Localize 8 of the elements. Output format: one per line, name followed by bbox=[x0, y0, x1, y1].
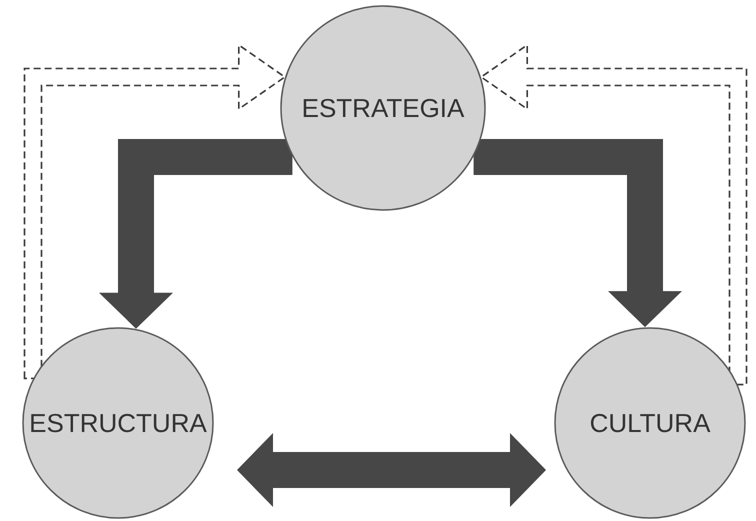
dashed-arrow bbox=[480, 43, 748, 386]
node-label: ESTRUCTURA bbox=[29, 408, 207, 438]
block-arrow bbox=[99, 139, 292, 329]
block-arrow bbox=[474, 139, 682, 328]
block-arrow bbox=[237, 433, 546, 507]
node-label: ESTRATEGIA bbox=[302, 92, 464, 124]
dashed-arrow bbox=[24, 43, 286, 380]
node-label: CULTURA bbox=[590, 408, 710, 438]
